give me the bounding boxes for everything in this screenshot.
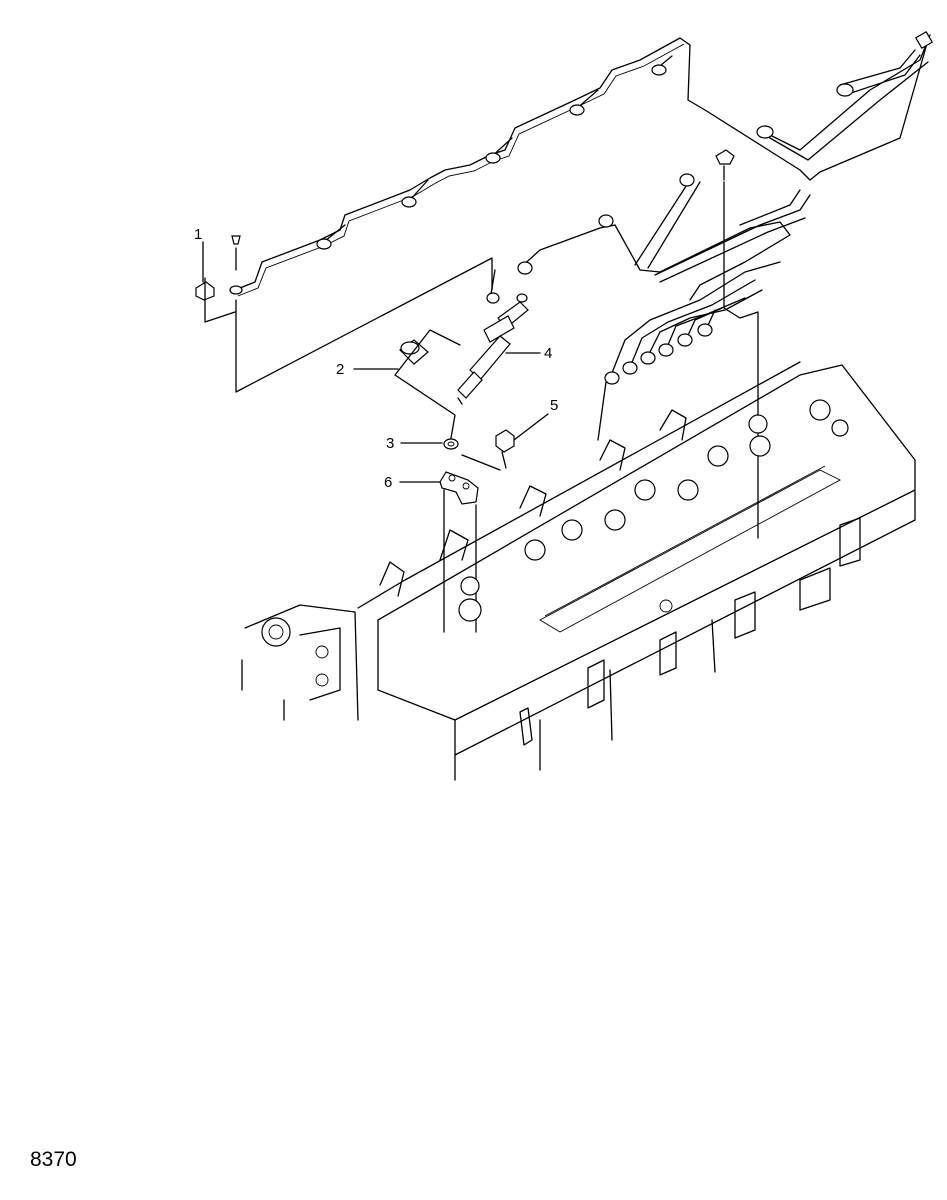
callout-3: 3	[386, 435, 394, 452]
callout-leaders	[202, 241, 549, 483]
injector-assembly	[195, 149, 735, 505]
figure-number: 8370	[30, 1148, 77, 1171]
callout-4: 4	[544, 345, 552, 362]
valve-bores	[458, 399, 849, 622]
assembly-lines	[204, 181, 759, 633]
callout-6: 6	[384, 474, 392, 491]
callout-2: 2	[336, 361, 344, 378]
cylinder-head	[241, 361, 916, 781]
callout-5: 5	[550, 397, 558, 414]
fuel-injection-lines	[234, 30, 934, 441]
callout-numbers: 1 2 3 4 5 6	[194, 226, 558, 491]
leader-5	[513, 413, 549, 441]
callout-1: 1	[194, 226, 202, 243]
